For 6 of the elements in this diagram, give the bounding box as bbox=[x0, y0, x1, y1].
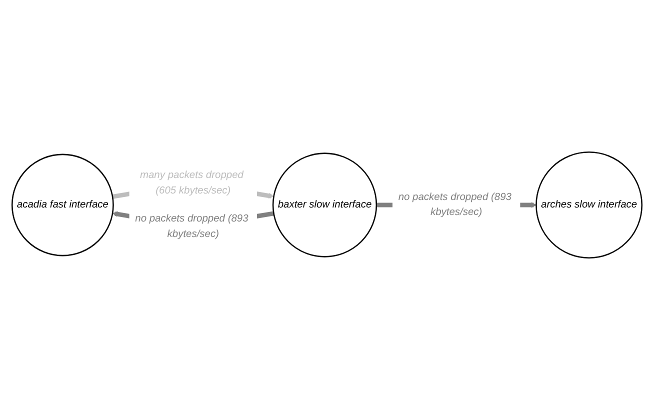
edge-label: no packets dropped (893 kbytes/sec) bbox=[398, 191, 512, 218]
node-circle: baxter slow interface bbox=[272, 152, 378, 257]
node-circle: arches slow interface bbox=[536, 151, 643, 258]
edge-label: many packets dropped (605 kbytes/sec) bbox=[140, 169, 244, 196]
edge-label: no packets dropped (893 kbytes/sec) bbox=[135, 212, 248, 240]
node-circle: acadia fast interface bbox=[11, 153, 114, 256]
